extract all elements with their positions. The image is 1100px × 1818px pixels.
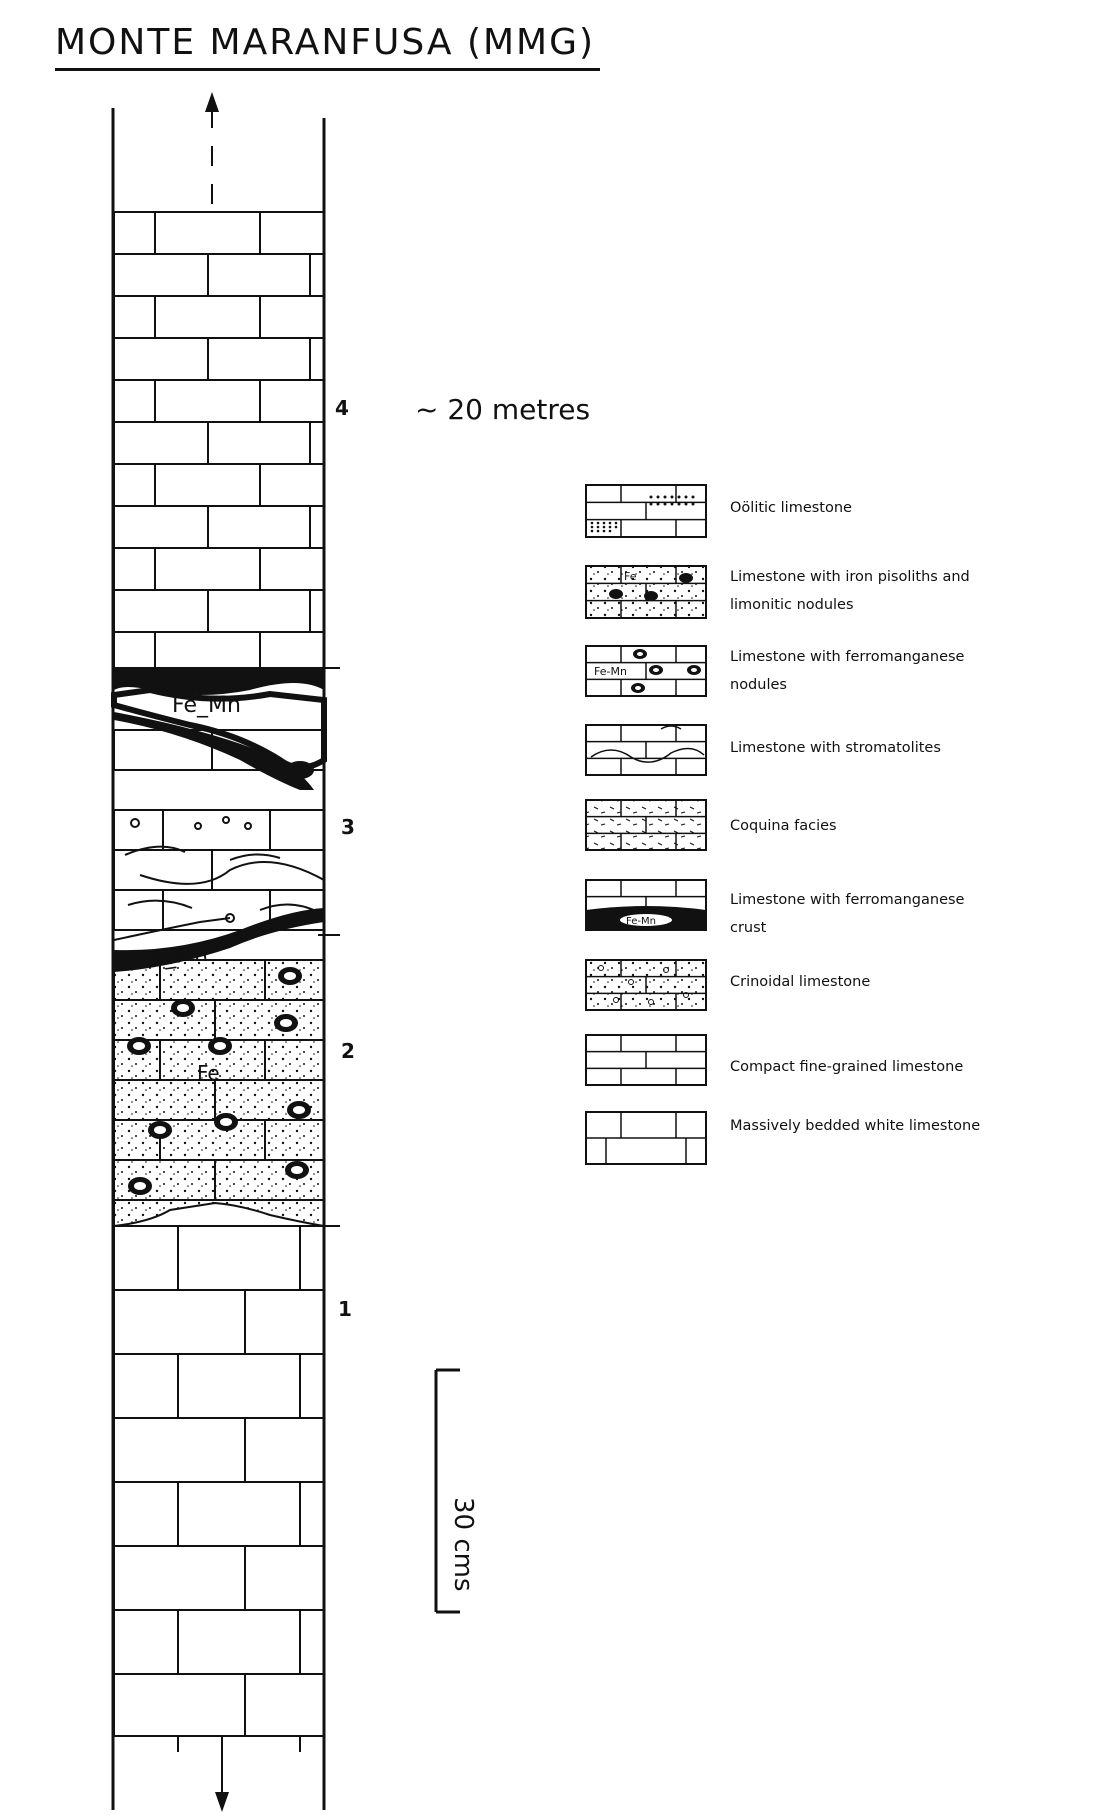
unit-number-4: 4 bbox=[335, 396, 349, 420]
unit-number-1: 1 bbox=[338, 1297, 352, 1321]
fe-nodule-core bbox=[134, 1182, 146, 1190]
massive-bed bbox=[113, 1609, 325, 1675]
legend-symbol-fe-mn-crust: Fe-Mn bbox=[585, 879, 707, 931]
legend-label-fe-mn-nodules: Limestone with ferromanganese nodules bbox=[730, 649, 965, 693]
fe-mn-upper-label: Fe_Mn bbox=[172, 693, 241, 718]
unit-4-compact-limestone bbox=[113, 211, 325, 669]
brick-row bbox=[113, 631, 325, 669]
brick-row bbox=[113, 505, 325, 549]
unit-number-3: 3 bbox=[341, 815, 355, 839]
fe-nodule-core bbox=[293, 1106, 305, 1114]
brick-row bbox=[113, 379, 325, 423]
svg-text:Fe: Fe bbox=[624, 570, 637, 583]
legend-label-fe-mn-crust: Limestone with ferromanganese crust bbox=[730, 892, 965, 936]
brick-row bbox=[113, 295, 325, 339]
brick-row bbox=[113, 211, 325, 255]
unit-2-crinoidal-nodular-limestone bbox=[113, 959, 325, 1228]
legend-symbol-crinoidal bbox=[585, 959, 707, 1011]
legend-symbol-iron-pisoliths: Fe bbox=[585, 565, 707, 619]
fe-nodule-core bbox=[177, 1004, 189, 1012]
fe-nodule-core bbox=[291, 1166, 303, 1174]
massive-bed bbox=[113, 1417, 325, 1483]
brick-row bbox=[113, 421, 325, 465]
scale-bar-label: 30 cms bbox=[448, 1497, 478, 1592]
legend-label-compact: Compact fine-grained limestone bbox=[730, 1059, 964, 1075]
legend-symbol-compact bbox=[585, 1034, 707, 1086]
fe-nodule-core bbox=[220, 1118, 232, 1126]
fe-nodule-core bbox=[214, 1042, 226, 1050]
fe-label: Fe bbox=[197, 1061, 220, 1085]
massive-bed bbox=[113, 1545, 325, 1611]
legend-label-oolitic: Oölitic limestone bbox=[730, 500, 852, 516]
brick-row bbox=[113, 547, 325, 591]
figure-title: MONTE MARANFUSA (MMG) bbox=[55, 22, 596, 63]
unit-number-2: 2 bbox=[341, 1039, 355, 1063]
legend-label-coquina: Coquina facies bbox=[730, 818, 837, 834]
massive-bed bbox=[113, 1673, 325, 1737]
legend-label-iron-pisoliths: Limestone with iron pisoliths and limoni… bbox=[730, 569, 970, 613]
legend-symbol-massive bbox=[585, 1111, 707, 1165]
lower-fe-mn-crust bbox=[113, 908, 324, 972]
massive-bed bbox=[113, 1481, 325, 1547]
svg-text:Fe-Mn: Fe-Mn bbox=[594, 665, 627, 678]
fe-nodule-core bbox=[284, 972, 296, 980]
massive-bed bbox=[113, 1353, 325, 1419]
brick-row bbox=[113, 253, 325, 297]
irregular-base bbox=[113, 1199, 325, 1228]
unit-1-massive-limestone bbox=[113, 1225, 325, 1752]
up-arrow-icon bbox=[205, 92, 219, 212]
title-underline bbox=[55, 68, 600, 71]
legend-symbol-oolitic bbox=[585, 484, 707, 538]
down-arrow-icon bbox=[215, 1736, 229, 1812]
fe-nodule-core bbox=[154, 1126, 166, 1134]
fe-nodule-core bbox=[133, 1042, 145, 1050]
massive-bed bbox=[113, 1225, 325, 1291]
legend-symbol-coquina bbox=[585, 799, 707, 851]
upper-fe-mn-crust bbox=[111, 668, 327, 790]
scale-bar bbox=[434, 1368, 460, 1614]
massive-bed bbox=[113, 1289, 325, 1355]
brick-row bbox=[113, 337, 325, 381]
brick-row bbox=[113, 463, 325, 507]
fe-nodule-core bbox=[280, 1019, 292, 1027]
legend-symbol-fe-mn-nodules: Fe-Mn bbox=[585, 645, 707, 697]
legend-symbol-stromatolites bbox=[585, 724, 707, 776]
unit-4-thickness-note: ~ 20 metres bbox=[415, 393, 591, 426]
unit-3-stromatolite-crust-zone bbox=[113, 729, 325, 931]
legend-label-crinoidal: Crinoidal limestone bbox=[730, 974, 871, 990]
legend-label-stromatolites: Limestone with stromatolites bbox=[730, 740, 941, 756]
brick-row bbox=[113, 589, 325, 633]
legend-label-massive: Massively bedded white limestone bbox=[730, 1118, 981, 1134]
svg-text:Fe-Mn: Fe-Mn bbox=[626, 916, 656, 927]
